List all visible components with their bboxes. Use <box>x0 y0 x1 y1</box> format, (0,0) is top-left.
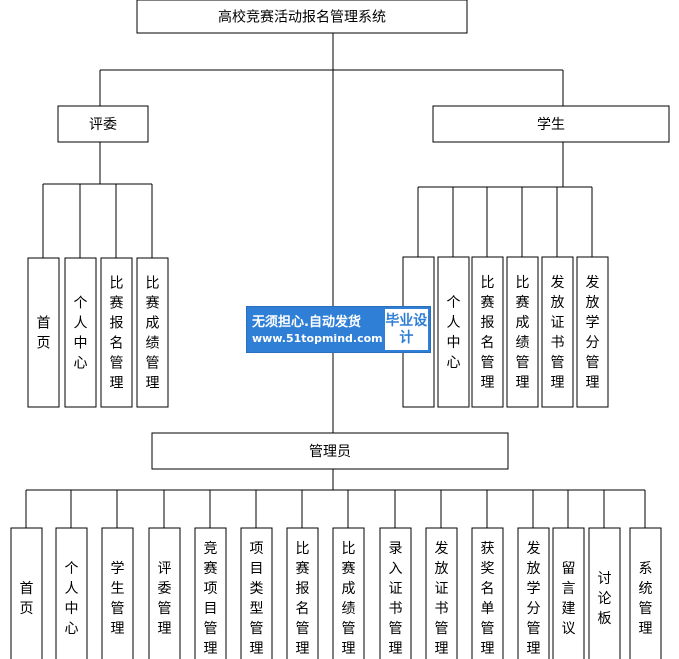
admin-child-4-label: 竞赛项目管理 <box>204 540 218 657</box>
student-child-4-frame <box>541 256 574 408</box>
student-child-2-label: 比赛报名管理 <box>481 275 495 391</box>
judge-child-1: 个人中心 <box>64 257 97 408</box>
admin-child-12: 留言建议 <box>552 527 585 659</box>
student-child-3-label: 比赛成绩管理 <box>516 275 530 391</box>
chart-nodes: 高校竞赛活动报名管理系统评委首页个人中心比赛报名管理比赛成绩管理学生首页个人中心… <box>10 0 670 659</box>
admin-child-12-label: 留言建议 <box>562 561 576 637</box>
root-node: 高校竞赛活动报名管理系统 <box>136 0 468 34</box>
watermark-text-block: 无须担心.自动发货 www.51topmind.com <box>247 307 383 352</box>
student-node-label: 学生 <box>537 117 565 133</box>
watermark-badge: 毕业设计 <box>384 309 428 350</box>
admin-child-0-label: 首页 <box>20 581 34 617</box>
student-node-frame <box>432 105 670 143</box>
student-child-3-frame <box>506 256 539 408</box>
admin-child-11-frame <box>517 527 550 659</box>
judge-child-1-frame <box>64 257 97 408</box>
admin-child-3-frame <box>148 527 181 659</box>
watermark-banner: 无须担心.自动发货 www.51topmind.com 毕业设计 <box>247 307 430 352</box>
admin-child-1-label: 个人中心 <box>65 561 79 637</box>
judge-child-1-label: 个人中心 <box>74 296 88 372</box>
admin-child-3-label: 评委管理 <box>158 561 172 637</box>
admin-child-5-label: 项目类型管理 <box>250 541 264 657</box>
judge-child-0-label: 首页 <box>37 316 51 352</box>
admin-child-4-frame <box>194 527 227 659</box>
admin-child-2: 学生管理 <box>101 527 134 659</box>
admin-child-7: 比赛成绩管理 <box>332 527 365 659</box>
root-node-label: 高校竞赛活动报名管理系统 <box>218 9 386 26</box>
admin-child-6-label: 比赛报名管理 <box>296 541 310 657</box>
admin-child-12-frame <box>552 527 585 659</box>
admin-child-14-frame <box>629 527 662 659</box>
root-node-frame <box>136 0 468 34</box>
admin-child-5-frame <box>240 527 273 659</box>
judge-child-2: 比赛报名管理 <box>100 257 133 408</box>
judge-child-3-frame <box>136 257 169 408</box>
admin-child-13-label: 讨论板 <box>598 571 612 627</box>
student-child-1-label: 个人中心 <box>447 295 461 371</box>
judge-node-label: 评委 <box>89 117 117 133</box>
admin-child-7-frame <box>332 527 365 659</box>
judge-node-frame <box>57 105 149 143</box>
student-child-3: 比赛成绩管理 <box>506 256 539 408</box>
admin-node-frame <box>151 432 509 470</box>
admin-child-10: 获奖名单管理 <box>471 527 504 659</box>
student-child-5-label: 发放学分管理 <box>586 275 600 391</box>
student-child-1: 个人中心 <box>437 256 470 408</box>
admin-node: 管理员 <box>151 432 509 470</box>
admin-child-14: 系统管理 <box>629 527 662 659</box>
admin-child-0: 首页 <box>10 527 43 659</box>
judge-child-3: 比赛成绩管理 <box>136 257 169 408</box>
admin-child-1: 个人中心 <box>55 527 88 659</box>
admin-child-8-label: 录入证书管理 <box>389 541 403 657</box>
judge-child-3-label: 比赛成绩管理 <box>146 276 160 392</box>
watermark-slogan: 无须担心.自动发货 <box>252 314 361 330</box>
student-child-2-frame <box>471 256 504 408</box>
judge-child-0: 首页 <box>27 257 60 408</box>
student-child-2: 比赛报名管理 <box>471 256 504 408</box>
admin-child-9: 发放证书管理 <box>425 527 458 659</box>
watermark-url: www.51topmind.com <box>252 331 383 345</box>
student-child-1-frame <box>437 256 470 408</box>
student-child-5: 发放学分管理 <box>576 256 609 408</box>
judge-node: 评委 <box>57 105 149 143</box>
student-child-4-label: 发放证书管理 <box>551 275 565 391</box>
admin-child-13: 讨论板 <box>588 527 621 659</box>
admin-child-2-frame <box>101 527 134 659</box>
admin-child-14-label: 系统管理 <box>639 561 653 637</box>
admin-child-8: 录入证书管理 <box>379 527 412 659</box>
admin-child-3: 评委管理 <box>148 527 181 659</box>
admin-child-7-label: 比赛成绩管理 <box>342 541 356 657</box>
student-child-4: 发放证书管理 <box>541 256 574 408</box>
connector-lines <box>25 33 646 528</box>
student-child-5-frame <box>576 256 609 408</box>
judge-child-2-label: 比赛报名管理 <box>110 276 124 392</box>
admin-child-8-frame <box>379 527 412 659</box>
judge-child-0-frame <box>27 257 60 408</box>
admin-child-13-frame <box>588 527 621 659</box>
admin-child-6-frame <box>286 527 319 659</box>
admin-child-2-label: 学生管理 <box>111 561 125 637</box>
admin-node-label: 管理员 <box>309 444 351 460</box>
admin-child-1-frame <box>55 527 88 659</box>
admin-child-9-label: 发放证书管理 <box>435 541 449 657</box>
admin-child-4: 竞赛项目管理 <box>194 527 227 659</box>
admin-child-0-frame <box>10 527 43 659</box>
admin-child-5: 项目类型管理 <box>240 527 273 659</box>
admin-child-6: 比赛报名管理 <box>286 527 319 659</box>
admin-child-11-label: 发放学分管理 <box>527 541 541 657</box>
admin-child-10-frame <box>471 527 504 659</box>
judge-child-2-frame <box>100 257 133 408</box>
student-node: 学生 <box>432 105 670 143</box>
admin-child-11: 发放学分管理 <box>517 527 550 659</box>
admin-child-9-frame <box>425 527 458 659</box>
admin-child-10-label: 获奖名单管理 <box>481 541 495 657</box>
